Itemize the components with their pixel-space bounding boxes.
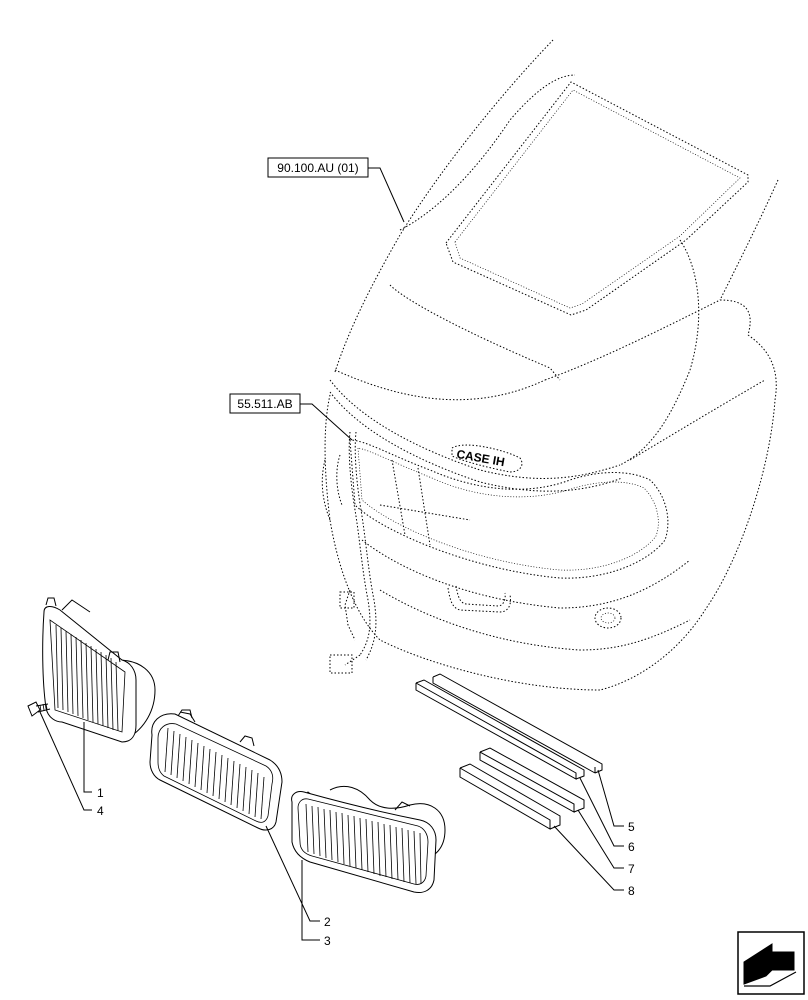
ref-harness-label: 55.511.AB xyxy=(237,397,292,411)
ref-box-hood[interactable]: 90.100.AU (01) xyxy=(267,157,405,223)
strip-part-6 xyxy=(415,679,585,780)
callout-4: 4 xyxy=(97,804,104,818)
lamp-part-3 xyxy=(291,785,446,893)
lamp-part-1 xyxy=(42,597,156,743)
arrow-icon[interactable] xyxy=(737,931,805,995)
ref-hood-label: 90.100.AU (01) xyxy=(277,161,358,175)
lamp-3-ribs xyxy=(305,803,422,885)
callout-6: 6 xyxy=(628,840,635,854)
logo-text: CASE IH xyxy=(455,447,505,469)
wiring-harness xyxy=(329,431,377,674)
callout-3: 3 xyxy=(324,934,331,948)
strip-part-5 xyxy=(432,673,603,774)
bolt-part-4 xyxy=(27,701,51,717)
strip-part-8 xyxy=(459,763,561,830)
strip-part-7 xyxy=(479,747,585,813)
callout-5: 5 xyxy=(628,820,635,834)
callout-2: 2 xyxy=(324,915,331,929)
brand-logo: CASE IH xyxy=(451,444,523,473)
lamp-1-ribs xyxy=(55,624,119,732)
ref-box-harness[interactable]: 55.511.AB xyxy=(229,393,353,441)
callout-1: 1 xyxy=(97,786,104,800)
lamp-part-2 xyxy=(149,709,283,831)
callout-8: 8 xyxy=(628,884,635,898)
callout-7: 7 xyxy=(628,862,635,876)
callouts: 1 4 2 3 5 6 7 8 xyxy=(39,711,635,948)
lamp-2-ribs xyxy=(164,727,265,820)
tractor-hood xyxy=(321,39,779,691)
